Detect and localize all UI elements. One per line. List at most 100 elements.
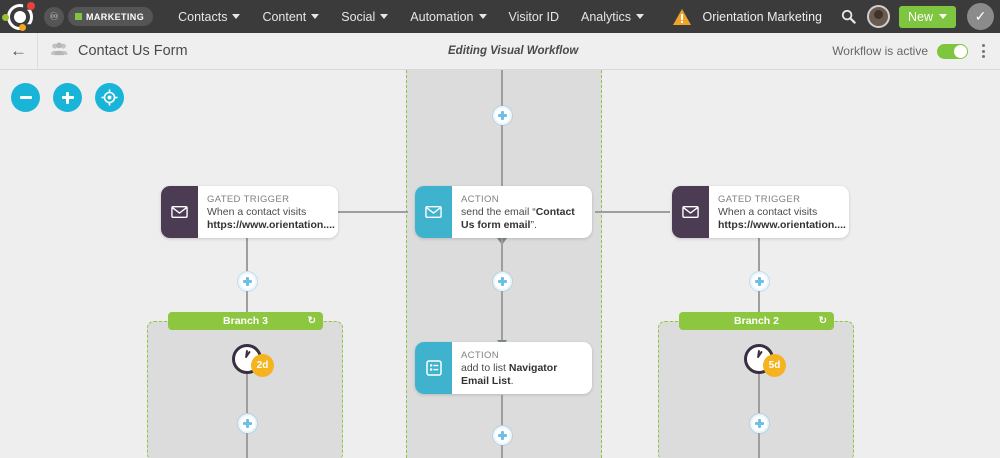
logo-core — [14, 11, 26, 23]
connector-line — [501, 395, 503, 425]
refresh-icon[interactable]: ↻ — [307, 315, 316, 327]
node-kind-label: GATED TRIGGER — [718, 193, 801, 205]
recenter-target-button[interactable] — [95, 83, 124, 112]
minus-icon — [19, 96, 32, 99]
editing-mode-label: Editing Visual Workflow — [448, 45, 579, 57]
connector-line — [246, 238, 248, 271]
delay-badge: 2d — [251, 354, 274, 377]
connector-line — [501, 70, 503, 190]
avatar[interactable] — [866, 5, 890, 28]
workflow-node-gated-trigger-right[interactable]: GATED TRIGGER When a contact visits http… — [672, 186, 849, 238]
branch-header-left[interactable]: Branch 3 ↻ — [168, 312, 323, 330]
connector-line — [595, 211, 670, 213]
add-node-right-mid[interactable] — [750, 272, 769, 291]
main-nav-items: Contacts Content Social Automation Visit… — [167, 0, 655, 33]
workflow-node-delay-left[interactable]: 2d — [232, 344, 274, 377]
search-icon[interactable] — [836, 9, 862, 24]
envelope-icon — [415, 186, 452, 238]
connector-line — [501, 445, 503, 458]
crosshair-target-icon — [101, 89, 118, 106]
node-body: ACTION add to list Navigator Email List. — [452, 342, 592, 394]
workflow-subheader: ← Contact Us Form Editing Visual Workflo… — [0, 32, 1000, 70]
node-body: GATED TRIGGER When a contact visits http… — [709, 186, 849, 238]
warning-triangle-icon[interactable] — [672, 8, 692, 26]
sharpspring-logo-icon[interactable] — [0, 0, 42, 33]
nav-item-visitor-id[interactable]: Visitor ID — [498, 0, 570, 33]
workflow-title-group: Contact Us Form — [50, 42, 188, 61]
account-name: Orientation Marketing — [702, 9, 822, 24]
plus-icon — [61, 91, 74, 104]
logo-dot-orange — [19, 24, 26, 31]
chevron-down-icon — [232, 14, 241, 19]
nav-item-label: Visitor ID — [508, 9, 559, 24]
marketing-status-square — [75, 13, 82, 20]
nav-item-content[interactable]: Content — [251, 0, 330, 33]
workflow-canvas[interactable]: GATED TRIGGER When a contact visits http… — [0, 70, 1000, 458]
node-description: When a contact visits https://www.orient… — [718, 206, 846, 232]
chevron-down-icon — [478, 14, 487, 19]
top-navigation-bar: ♾ MARKETING Contacts Content Social Auto… — [0, 0, 1000, 33]
kebab-menu-icon[interactable] — [977, 40, 990, 62]
add-node-center-mid[interactable] — [493, 272, 512, 291]
node-description: add to list Navigator Email List. — [461, 362, 584, 388]
node-desc-bold: Contact Us form email — [461, 205, 575, 231]
add-node-center-bottom[interactable] — [493, 426, 512, 445]
nav-item-automation[interactable]: Automation — [399, 0, 497, 33]
branch-label: Branch 3 — [223, 315, 268, 327]
node-body: ACTION send the email “Contact Us form e… — [452, 186, 592, 238]
app-switcher-icon[interactable]: ♾ — [44, 6, 64, 27]
node-desc-bold: Navigator Email List — [461, 361, 558, 387]
connector-line — [333, 211, 408, 213]
nav-item-label: Analytics — [581, 9, 632, 24]
nav-item-label: Social — [341, 9, 376, 24]
back-arrow-icon[interactable]: ← — [0, 32, 38, 70]
add-node-right-bottom[interactable] — [750, 414, 769, 433]
connector-line — [246, 433, 248, 458]
workflow-node-action-send-email[interactable]: ACTION send the email “Contact Us form e… — [415, 186, 592, 238]
workflow-active-toggle[interactable] — [937, 43, 968, 59]
node-desc-plain: add to list — [461, 361, 509, 374]
node-desc-bold: https://www.orientation.... — [718, 218, 846, 231]
nav-item-analytics[interactable]: Analytics — [570, 0, 655, 33]
node-body: GATED TRIGGER When a contact visits http… — [198, 186, 338, 238]
logo-dot-red — [27, 2, 35, 10]
branch-header-right[interactable]: Branch 2 ↻ — [679, 312, 834, 330]
add-node-top-center[interactable] — [493, 106, 512, 125]
nav-item-contacts[interactable]: Contacts — [167, 0, 251, 33]
branch-label: Branch 2 — [734, 315, 779, 327]
top-nav-right-group: Orientation Marketing New ✓ — [668, 0, 1000, 33]
envelope-icon — [672, 186, 709, 238]
connector-line — [246, 290, 248, 321]
nav-item-label: Automation — [410, 9, 474, 24]
subheader-right-group: Workflow is active — [832, 40, 1000, 62]
connector-line — [758, 360, 760, 413]
nav-item-label: Content — [262, 9, 307, 24]
logo-dot-green — [2, 14, 9, 21]
chevron-down-icon — [380, 14, 389, 19]
chevron-down-icon — [939, 14, 947, 19]
workflow-active-label: Workflow is active — [832, 44, 928, 58]
zoom-out-button[interactable] — [11, 83, 40, 112]
connector-line — [758, 433, 760, 458]
add-node-left-bottom[interactable] — [238, 414, 257, 433]
connector-line — [246, 360, 248, 413]
branch-container-right — [658, 321, 854, 458]
check-circle-icon[interactable]: ✓ — [967, 3, 994, 30]
new-button[interactable]: New — [898, 5, 956, 28]
marketing-module-group[interactable]: ♾ MARKETING — [44, 6, 154, 27]
chevron-down-icon — [636, 14, 645, 19]
add-node-left-mid[interactable] — [238, 272, 257, 291]
node-description: send the email “Contact Us form email”. — [461, 206, 584, 232]
zoom-in-button[interactable] — [53, 83, 82, 112]
nav-item-social[interactable]: Social — [330, 0, 399, 33]
connector-line — [501, 238, 503, 271]
workflow-node-delay-right[interactable]: 5d — [744, 344, 786, 377]
marketing-badge[interactable]: MARKETING — [68, 7, 154, 26]
node-kind-label: ACTION — [461, 349, 499, 361]
refresh-icon[interactable]: ↻ — [818, 315, 827, 327]
workflow-node-action-add-to-list[interactable]: ACTION add to list Navigator Email List. — [415, 342, 592, 394]
node-desc-plain: send the email “ — [461, 205, 536, 218]
workflow-node-gated-trigger-left[interactable]: GATED TRIGGER When a contact visits http… — [161, 186, 338, 238]
page-title: Contact Us Form — [78, 43, 188, 59]
envelope-icon — [161, 186, 198, 238]
